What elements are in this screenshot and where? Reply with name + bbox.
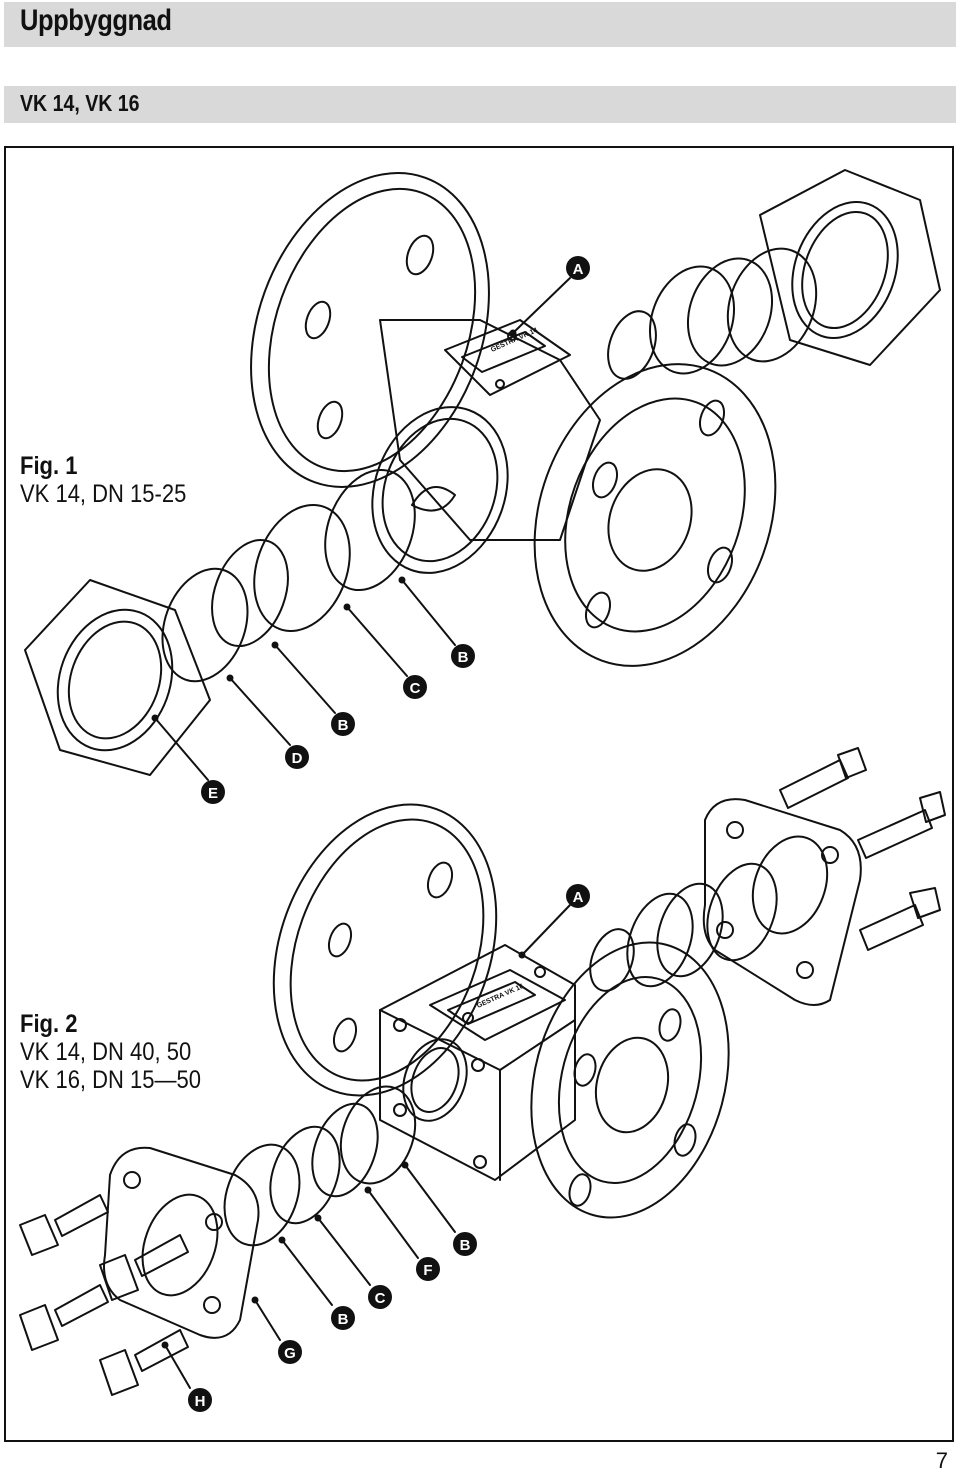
figure-frame — [4, 146, 954, 1442]
svg-text:H: H — [195, 1393, 206, 1410]
svg-text:A: A — [573, 889, 584, 906]
callout-badge: E — [201, 780, 225, 804]
svg-text:B: B — [458, 649, 469, 666]
fig1-caption: Fig. 1 VK 14, DN 15-25 — [20, 452, 186, 508]
fig1-number: Fig. 1 — [20, 452, 78, 480]
leader-dots — [151, 329, 526, 1349]
fig1-valve-body — [250, 172, 777, 667]
callout-badge: B — [453, 1232, 477, 1256]
fig2-leader-lines — [164, 904, 571, 1389]
fig2-number: Fig. 2 — [20, 1010, 78, 1038]
fig2-description-line2: VK 16, DN 15—50 — [20, 1066, 201, 1094]
callout-badge: A — [566, 884, 590, 908]
callout-badge: B — [331, 712, 355, 736]
fig2-rear-parts — [589, 747, 946, 1006]
fig2-front-parts — [19, 1085, 417, 1396]
svg-text:A: A — [573, 261, 584, 278]
fig2-description-line1: VK 14, DN 40, 50 — [20, 1038, 192, 1066]
svg-text:E: E — [208, 785, 218, 802]
callout-badge: F — [416, 1257, 440, 1281]
svg-text:D: D — [292, 750, 303, 767]
fig1-description: VK 14, DN 15-25 — [20, 480, 187, 508]
svg-text:C: C — [375, 1290, 386, 1307]
svg-text:B: B — [338, 1311, 349, 1328]
svg-text:B: B — [338, 717, 349, 734]
subtitle-bar — [4, 86, 956, 123]
fig2-caption: Fig. 2 VK 14, DN 40, 50 VK 16, DN 15—50 — [20, 1010, 201, 1094]
svg-text:C: C — [410, 680, 421, 697]
svg-text:F: F — [423, 1262, 432, 1279]
svg-text:B: B — [460, 1237, 471, 1254]
callout-badge: C — [368, 1285, 392, 1309]
page-number: 7 — [935, 1448, 948, 1473]
callout-badge: A — [566, 256, 590, 280]
callout-badge: C — [403, 675, 427, 699]
callout-badge: H — [188, 1388, 212, 1412]
fig2-valve-body — [272, 803, 730, 1219]
callout-badge: B — [451, 644, 475, 668]
callout-badge: B — [331, 1306, 355, 1330]
callout-badge: D — [285, 745, 309, 769]
fig1-rings-and-nuts — [24, 169, 941, 776]
callout-badge: G — [278, 1340, 302, 1364]
title-bar — [4, 2, 956, 47]
fig1-leader-lines — [154, 277, 571, 781]
section-subtitle: VK 14, VK 16 — [20, 90, 140, 116]
svg-text:G: G — [284, 1345, 296, 1362]
page-title: Uppbyggnad — [20, 4, 172, 37]
